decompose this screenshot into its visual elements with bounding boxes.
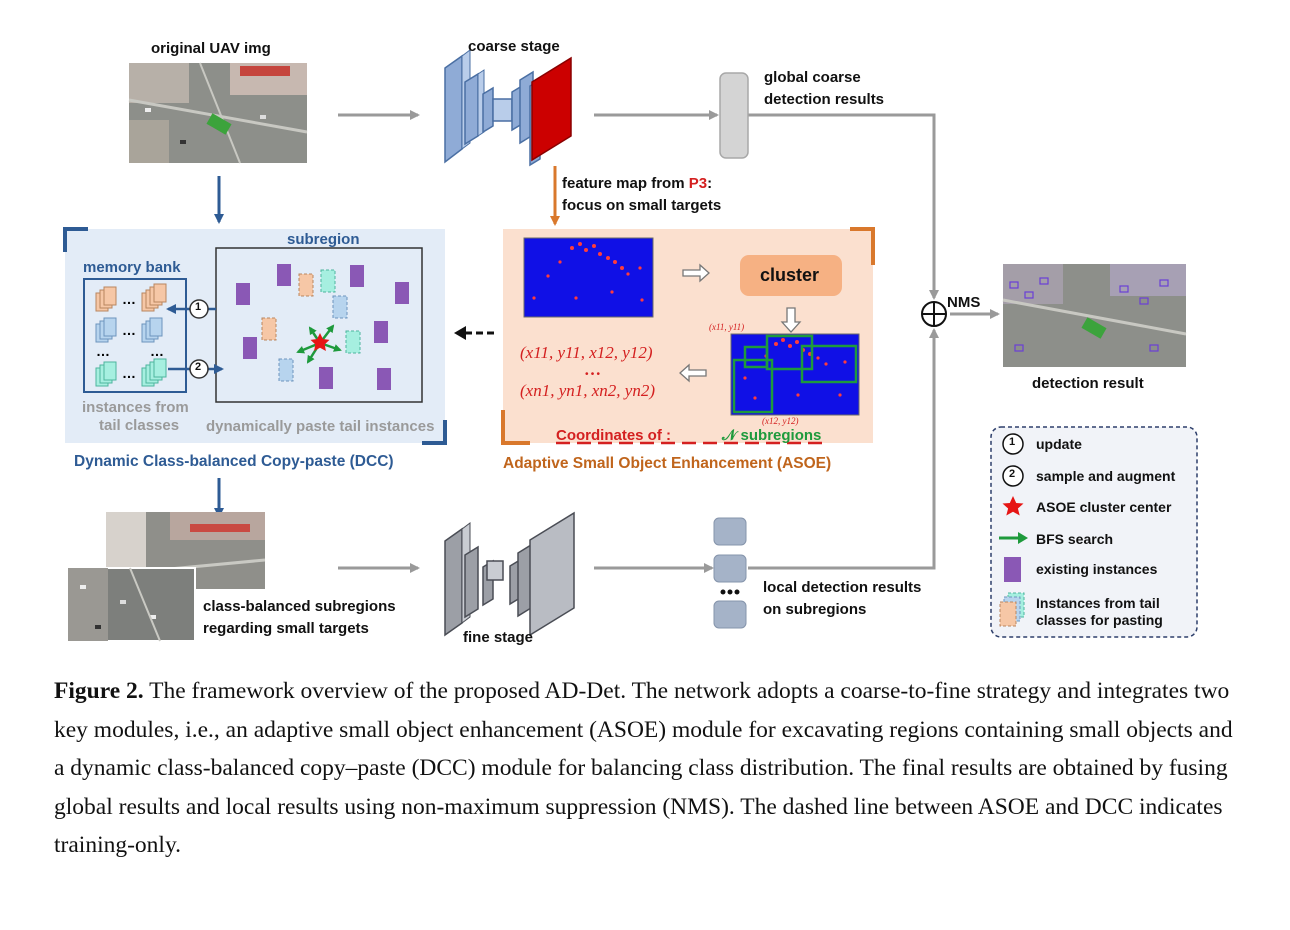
top-corner-coord: (x11, y11)	[709, 322, 745, 332]
svg-text:…: …	[122, 365, 136, 381]
fine-stage-label: fine stage	[463, 629, 534, 646]
caption-label: Figure 2.	[54, 678, 144, 704]
circle-one-icon	[1002, 433, 1024, 455]
regarding-small-label: regarding small targets	[203, 620, 369, 637]
subregion-label: subregion	[287, 231, 360, 248]
global-coarse-label: global coarse	[764, 69, 861, 86]
legend-bfs: BFS search	[1036, 531, 1114, 547]
coord-row-2: (xn1, yn1, xn2, yn2)	[520, 381, 656, 400]
green-arrow-icon	[999, 532, 1028, 544]
coordinates-of-label: Coordinates of :	[556, 427, 671, 444]
circle-1-text: 1	[195, 301, 202, 313]
original-img-label: original UAV img	[151, 40, 271, 57]
circle-2-text: 2	[195, 361, 202, 373]
coarse-stage-label: coarse stage	[468, 38, 560, 55]
on-subregions-label: on subregions	[763, 601, 867, 618]
detection-result-image	[1002, 264, 1187, 367]
asoe-title: Adaptive Small Object Enhancement (ASOE)	[503, 455, 832, 472]
dcc-title: Dynamic Class-balanced Copy-paste (DCC)	[74, 453, 394, 470]
tail-instances-icon	[999, 592, 1025, 627]
class-balanced-subregion-images	[67, 512, 266, 642]
dynamically-paste-label: dynamically paste tail instances	[206, 418, 435, 435]
figure-caption: Figure 2. The framework overview of the …	[54, 672, 1236, 865]
legend-update: update	[1036, 436, 1082, 452]
svg-text:…: …	[122, 291, 136, 307]
detection-result-label: detection result	[1032, 375, 1144, 392]
nms-plus-icon	[921, 301, 947, 327]
fine-stage-network	[444, 511, 575, 637]
original-uav-image	[128, 62, 308, 164]
cluster-center-star-icon	[310, 333, 330, 351]
n-subregions-label: 𝒩 subregions	[722, 427, 822, 444]
focus-label: focus on small targets	[562, 197, 722, 214]
purple-square-icon	[1004, 557, 1021, 582]
circle-two-icon	[1002, 465, 1024, 487]
bottom-corner-coord: (x12, y12)	[762, 416, 799, 426]
local-results-boxes	[713, 517, 747, 629]
class-balanced-label: class-balanced subregions	[203, 598, 396, 615]
asoe-panel	[501, 227, 875, 445]
local-results-label: local detection results	[763, 579, 922, 596]
nms-label: NMS	[947, 294, 981, 311]
cluster-label: cluster	[760, 265, 820, 285]
legend-asoe-center: ASOE cluster center	[1036, 499, 1172, 515]
arrow-global-to-nms	[748, 113, 939, 300]
legend-tail-2: classes for pasting	[1036, 612, 1163, 628]
framework-diagram: … … … … …	[63, 38, 1198, 646]
legend-existing: existing instances	[1036, 561, 1158, 577]
instances-from-label: instances from	[82, 399, 189, 416]
svg-text:…: …	[96, 343, 110, 359]
coord-row-1: (x11, y11, x12, y12)	[520, 343, 653, 362]
feature-map-label: feature map from P3:	[562, 175, 713, 192]
legend-circle-2-text: 2	[1009, 468, 1016, 480]
coord-dots: …	[584, 360, 601, 379]
training-only-arrow	[454, 326, 494, 340]
red-star-icon	[1002, 496, 1024, 516]
global-results-box	[719, 72, 749, 159]
cluster-box	[740, 255, 842, 296]
arrow-local-to-nms	[748, 328, 939, 570]
legend-circle-1-text: 1	[1009, 436, 1016, 448]
svg-text:…: …	[122, 322, 136, 338]
legend-box	[990, 426, 1198, 638]
caption-text: The framework overview of the proposed A…	[54, 678, 1233, 858]
global-coarse-label-2: detection results	[764, 91, 885, 108]
memory-bank-label: memory bank	[83, 259, 181, 276]
coarse-stage-network	[444, 49, 572, 167]
legend-tail-1: Instances from tail	[1036, 595, 1160, 611]
update-circle-icon	[189, 299, 209, 319]
svg-text:…: …	[150, 343, 164, 359]
sample-circle-icon	[189, 359, 209, 379]
legend-sample: sample and augment	[1036, 468, 1176, 484]
dcc-panel: … … … … …	[63, 227, 447, 445]
tail-classes-label: tail classes	[99, 417, 180, 434]
